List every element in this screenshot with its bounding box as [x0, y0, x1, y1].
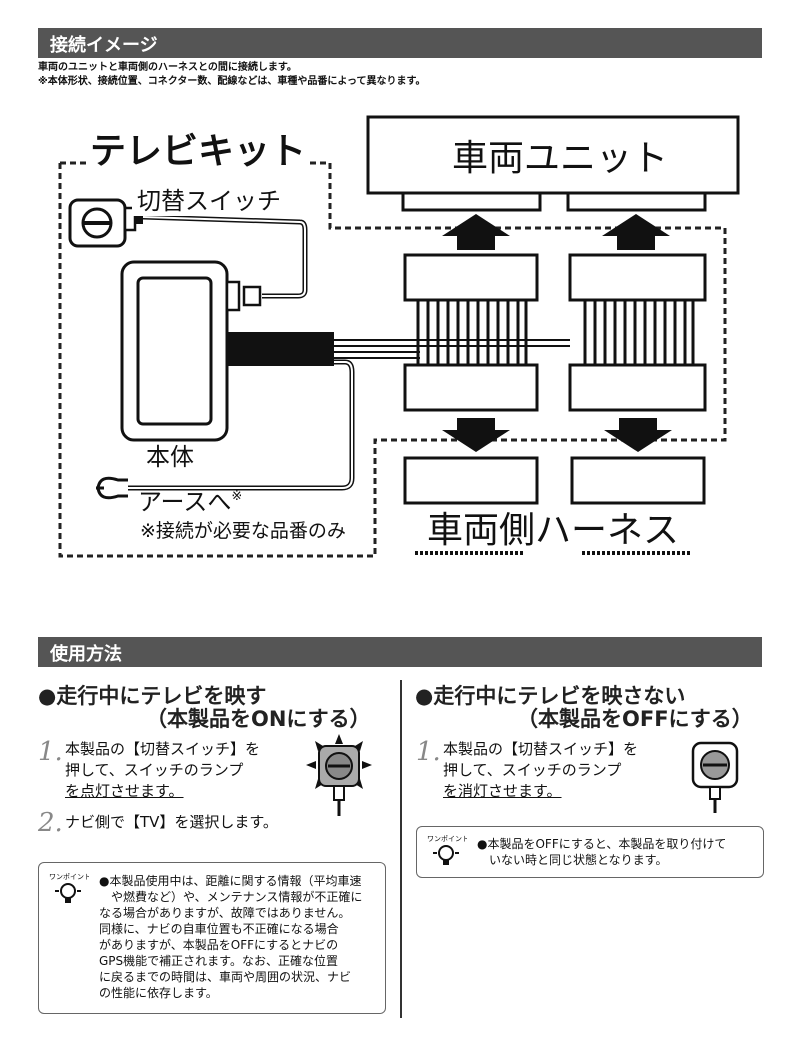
switch-icon	[68, 198, 143, 248]
down-arrow-icon	[442, 418, 510, 452]
lightbulb-icon: ワンポイント	[427, 835, 467, 865]
switch-unlit-icon	[691, 741, 739, 813]
harness-connector	[403, 456, 539, 505]
on-subheading: （本製品をONにする）	[146, 707, 371, 731]
earth-terminal-icon	[96, 476, 128, 500]
connection-description: 車両のユニットと車両側のハーネスとの間に接続します。	[38, 62, 297, 73]
connector-block	[403, 363, 539, 412]
lightbulb-icon: ワンポイント	[49, 873, 89, 903]
harness-connector	[570, 456, 706, 505]
on-note-box: ワンポイント ●本製品使用中は、距離に関する情報（平均車速 や燃費など）や、メン…	[38, 862, 386, 1014]
earth-note: ※接続が必要な品番のみ	[140, 520, 346, 542]
connection-note: ※本体形状、接続位置、コネクター数、配線などは、車種や品番によって異なります。	[38, 76, 426, 87]
kit-label: テレビキット	[90, 131, 306, 172]
column-divider	[400, 680, 402, 1018]
switch-lit-icon	[306, 734, 372, 816]
step-number: 1.	[38, 737, 63, 767]
on-note-text: ●本製品使用中は、距離に関する情報（平均車速 や燃費など）や、メンテナンス情報が…	[99, 874, 363, 1000]
off-subheading: （本製品をOFFにする）	[517, 707, 753, 731]
connector-block	[403, 253, 539, 302]
step-number: 1.	[416, 737, 441, 767]
off-note-text: ●本製品をOFFにすると、本製品を取り付けて いない時と同じ状態となります。	[477, 837, 727, 867]
svg-text:ワンポイント: ワンポイント	[427, 835, 467, 843]
step-number: 2.	[38, 808, 63, 838]
section-header-connection: 接続イメージ	[38, 28, 762, 58]
section-title: 使用方法	[50, 644, 122, 665]
switch-label: 切替スイッチ	[137, 187, 281, 215]
wire-bundle	[583, 300, 695, 365]
kit-boundary	[58, 161, 727, 558]
vehicle-unit-box	[366, 115, 740, 195]
harness-label: 車両側ハーネス	[427, 510, 679, 551]
up-arrow-icon	[602, 214, 670, 250]
earth-label: アースへ※	[138, 488, 242, 516]
on-step2: ナビ側で【TV】を選択します。	[65, 813, 278, 831]
vehicle-unit-label: 車両ユニット	[452, 138, 668, 179]
off-step1: 本製品の【切替スイッチ】を 押して、スイッチのランプ を消灯させます。	[443, 740, 639, 800]
up-arrow-icon	[442, 214, 510, 250]
wire-bundle	[416, 300, 528, 365]
down-arrow-icon	[604, 418, 672, 452]
off-heading: ●走行中にテレビを映さない	[415, 684, 686, 708]
body-label: 本体	[146, 443, 194, 471]
connection-diagram: テレビキット 切替スイッチ 本体 アースへ※ ※接続が必要な品番のみ 車両ユニッ…	[58, 115, 740, 558]
section-title: 接続イメージ	[50, 35, 158, 56]
section-header-usage: 使用方法	[38, 637, 762, 667]
on-heading: ●走行中にテレビを映す	[38, 684, 267, 708]
svg-text:ワンポイント: ワンポイント	[49, 873, 89, 881]
connector-block	[568, 253, 707, 302]
connector-block	[568, 363, 707, 412]
on-step1: 本製品の【切替スイッチ】を 押して、スイッチのランプ を点灯させます。	[65, 740, 261, 800]
off-note-box: ワンポイント ●本製品をOFFにすると、本製品を取り付けて いない時と同じ状態と…	[416, 826, 764, 878]
